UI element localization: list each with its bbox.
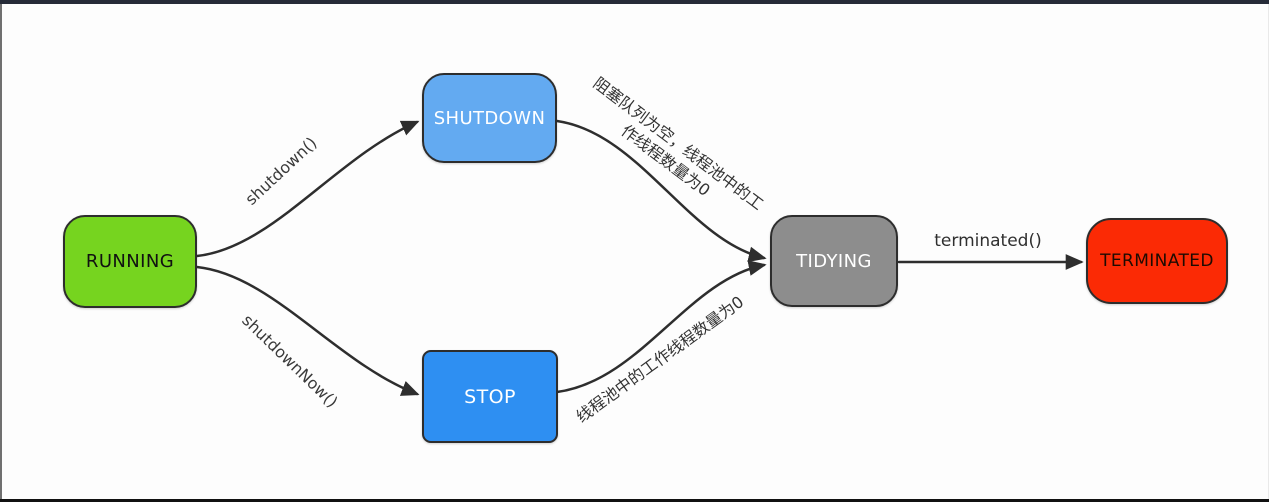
node-shutdown[interactable]: SHUTDOWN [422, 73, 557, 163]
edge-label-terminated-call: terminated() [934, 231, 1042, 251]
window-left-edge [0, 4, 2, 499]
node-tidying[interactable]: TIDYING [770, 215, 898, 307]
node-stop-label: STOP [464, 385, 516, 408]
node-tidying-label: TIDYING [796, 250, 872, 272]
node-running[interactable]: RUNNING [63, 215, 197, 308]
node-shutdown-label: SHUTDOWN [433, 107, 546, 129]
window-top-edge [0, 0, 1269, 4]
node-stop[interactable]: STOP [422, 350, 558, 443]
edge-stop-to-tidying [555, 260, 767, 394]
edge-running-to-stop [195, 265, 420, 396]
window-bottom-edge [0, 499, 1269, 502]
node-terminated[interactable]: TERMINATED [1086, 218, 1228, 304]
edge-running-to-shutdown [195, 120, 420, 258]
node-terminated-label: TERMINATED [1100, 251, 1214, 271]
edge-shutdown-to-tidying [555, 119, 767, 263]
node-running-label: RUNNING [85, 251, 175, 272]
